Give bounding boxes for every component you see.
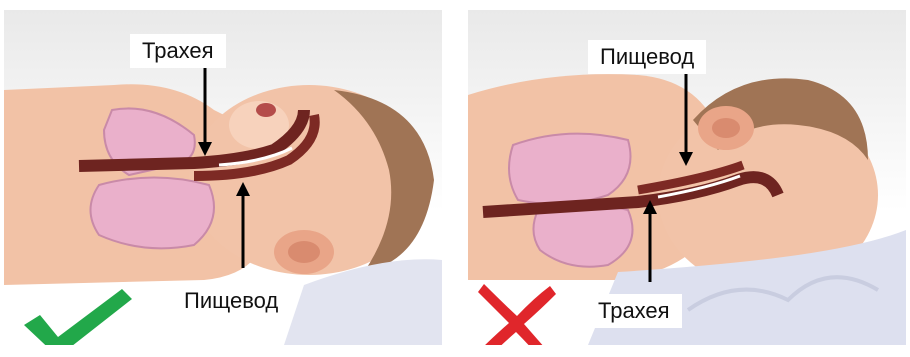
esophagus-label: Пищевод	[588, 40, 706, 74]
checkmark-icon	[18, 285, 138, 345]
correct-position-illustration: Трахея Пищевод	[4, 10, 442, 345]
trachea-label: Трахея	[586, 294, 682, 328]
cross-icon	[476, 280, 558, 345]
trachea-label: Трахея	[130, 34, 226, 68]
esophagus-label: Пищевод	[172, 284, 290, 318]
incorrect-position-illustration: Пищевод Трахея	[468, 10, 906, 345]
